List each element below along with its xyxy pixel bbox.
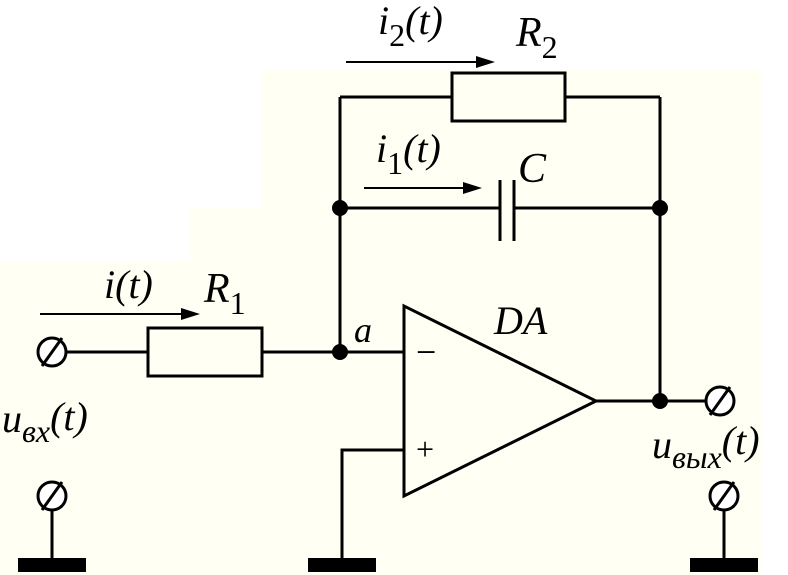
resistor-r2: [450, 71, 567, 123]
arrow-i: [40, 308, 200, 320]
ground-bar-opamp: [308, 558, 376, 572]
label-c: C: [518, 146, 547, 192]
op-amp-triangle: [402, 303, 600, 499]
resistor-r1: [146, 326, 264, 378]
arrow-i1: [364, 182, 482, 194]
label-plus: +: [416, 431, 434, 467]
terminal-input-top: [36, 336, 68, 368]
label-u-in: uвх(t): [2, 394, 88, 449]
wire-plus-to-ground: [340, 448, 404, 560]
label-node-a: a: [354, 310, 372, 350]
terminal-output-bottom: [708, 480, 740, 512]
ground-bar-input: [18, 558, 86, 572]
label-i2: i2(t): [378, 0, 443, 53]
junction-dot-left-cap: [332, 200, 348, 216]
terminal-output-top: [704, 385, 736, 417]
terminal-input-bottom: [36, 480, 68, 512]
label-u-out: uвых(t): [652, 418, 760, 475]
label-i1: i1(t): [376, 126, 441, 181]
ground-bar-output: [690, 558, 758, 572]
arrow-i2: [346, 56, 495, 68]
junction-dot-output: [652, 393, 668, 409]
background-panel: [0, 70, 762, 575]
label-da: DA: [493, 298, 548, 343]
label-r1: R1: [203, 266, 246, 321]
junction-dot-node-a: [332, 344, 348, 360]
junction-dot-right-cap: [652, 200, 668, 216]
label-i: i(t): [104, 262, 153, 307]
label-r2: R2: [515, 10, 558, 65]
label-minus: −: [416, 332, 436, 372]
